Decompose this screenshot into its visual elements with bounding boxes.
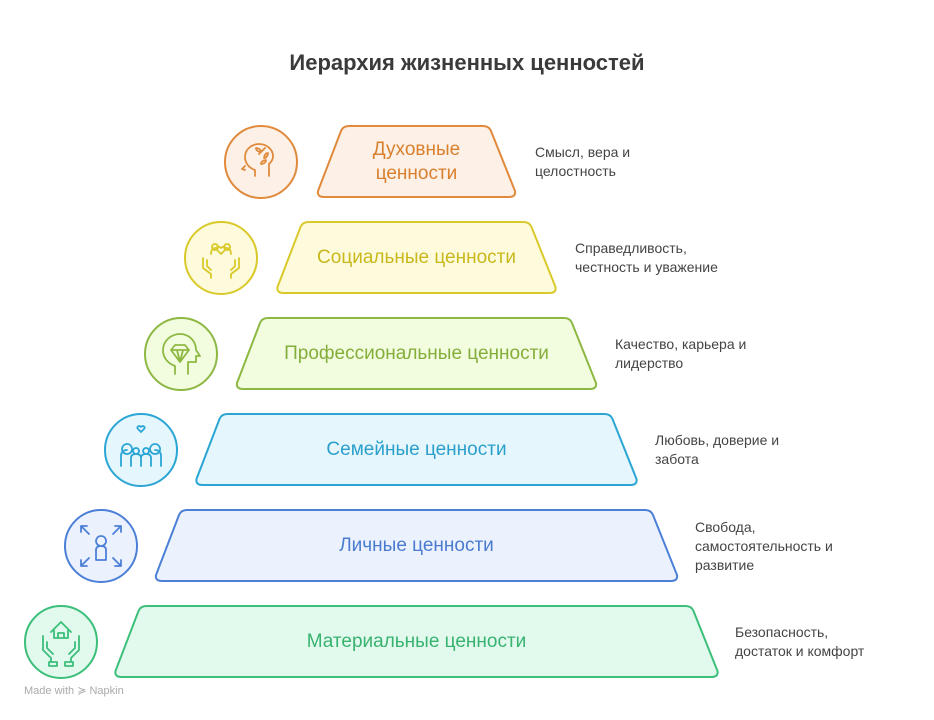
- pyramid-level: [24, 605, 719, 679]
- icon-circle: [144, 317, 218, 391]
- pyramid-level: [64, 509, 679, 583]
- level-label: Профессиональные ценности: [284, 343, 549, 364]
- napkin-credit: Made with ≽ Napkin: [24, 685, 124, 697]
- level-trapezoid: [195, 413, 638, 486]
- pyramid-level: [104, 413, 638, 487]
- person-expand-icon: [80, 525, 122, 567]
- level-label: Духовные ценности: [372, 139, 461, 184]
- hands-family-heart-icon: [202, 243, 240, 279]
- level-trapezoid: [276, 221, 557, 294]
- pyramid-level: [184, 221, 557, 295]
- diagram-title: Иерархия жизненных ценностей: [289, 50, 645, 75]
- icon-circle: [104, 413, 178, 487]
- level-description: Справедливость, честность и уважение: [575, 240, 718, 275]
- pyramid-level: [144, 317, 598, 391]
- level-description: Безопасность, достаток и комфорт: [735, 624, 865, 659]
- level-trapezoid: [316, 125, 517, 198]
- level-description: Смысл, вера и целостность: [535, 144, 631, 179]
- head-leaf-icon: [241, 143, 274, 177]
- level-description: Свобода, самостоятельность и развитие: [695, 518, 833, 573]
- family-heart-icon: [120, 425, 162, 467]
- level-trapezoid: [235, 317, 598, 390]
- pyramid-level: [224, 125, 517, 199]
- level-description: Качество, карьера и лидерство: [615, 336, 747, 371]
- level-label: Социальные ценности: [317, 247, 516, 268]
- level-label: Материальные ценности: [306, 631, 527, 652]
- icon-circle: [184, 221, 258, 295]
- hands-house-icon: [42, 621, 80, 667]
- level-trapezoid: [154, 509, 679, 582]
- icon-circle: [24, 605, 98, 679]
- level-label: Семейные ценности: [326, 439, 507, 460]
- level-trapezoid: [114, 605, 719, 678]
- level-description: Любовь, доверие и забота: [655, 432, 780, 467]
- head-diamond-icon: [162, 333, 201, 375]
- level-label: Личные ценности: [339, 535, 494, 556]
